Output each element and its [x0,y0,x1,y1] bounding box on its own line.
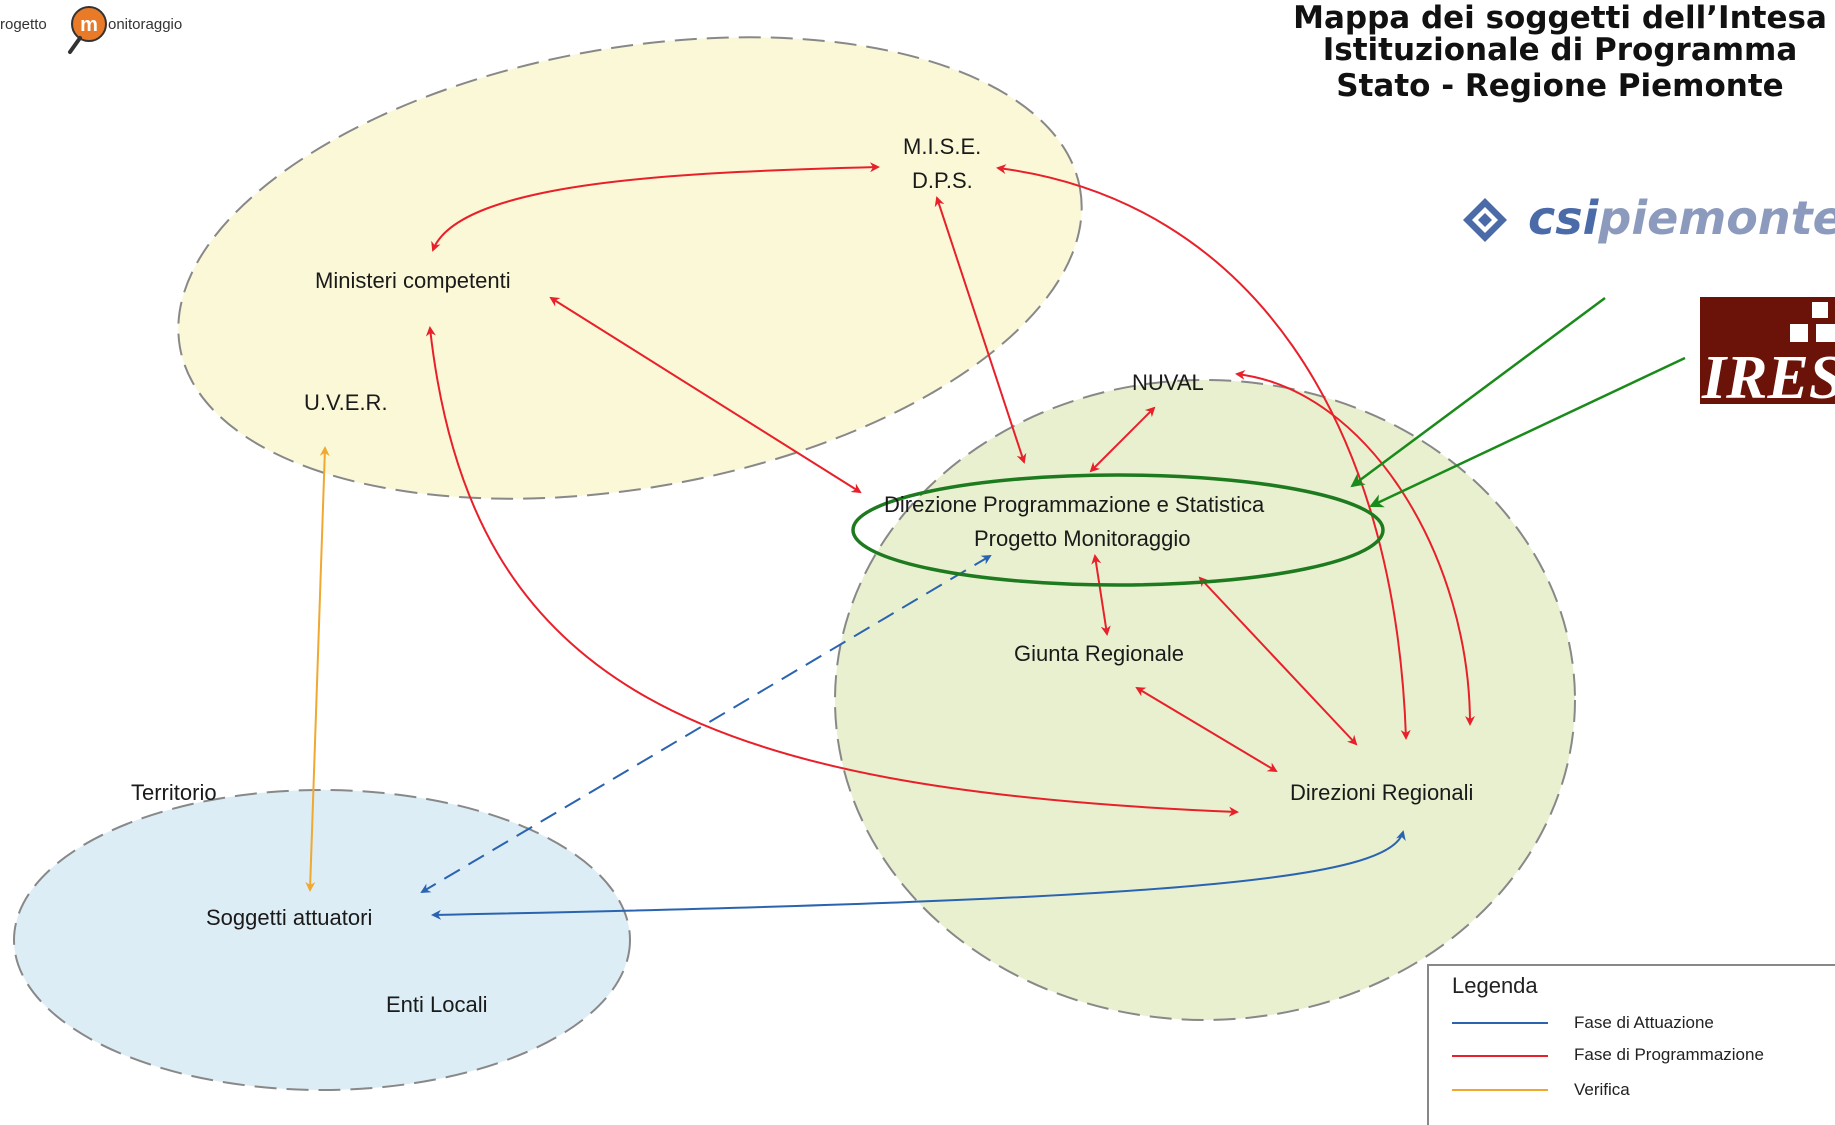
logo-magnifier-handle [68,36,82,54]
legend-frame [1427,964,1835,1125]
legend: Legenda Fase di Attuazione Fase di Progr… [1427,964,1835,1125]
arrow-csi-to-direzione [1350,296,1606,488]
logo-m-circle [71,6,107,42]
legend-title: Legenda [1452,973,1538,998]
arrow-mise-ministeri [431,162,880,252]
territory-area-ellipse [13,789,631,1091]
logo-m-letter: m [80,14,98,36]
csi-logo-suffix: piemonte [1597,191,1835,245]
logo-text-right: onitoraggio [108,16,182,33]
title-line-1: Mappa dei soggetti dell’Intesa [1293,0,1827,36]
node-dps: D.P.S. [912,168,973,193]
arrow-uver-soggetti [305,446,330,892]
node-direzione-programmazione: Direzione Programmazione e Statistica [884,492,1265,517]
csi-piemonte-logo: csipiemonte [1463,191,1835,245]
arrow-direzione-giunta [1091,554,1111,636]
node-ministeri: Ministeri competenti [315,268,511,293]
node-soggetti-attuatori: Soggetti attuatori [206,905,372,930]
node-enti-locali: Enti Locali [386,992,488,1017]
arrow-nuval-direzione [1089,406,1156,473]
logo-text-left: rogetto [0,16,47,33]
direzione-highlight-ellipse [851,473,1385,587]
progetto-monitoraggio-logo: rogetto m onitoraggio [0,6,182,54]
implementation-arrows [420,554,1406,920]
node-mise: M.I.S.E. [903,134,981,159]
node-progetto-monitoraggio: Progetto Monitoraggio [974,526,1190,551]
legend-label-attuazione: Fase di Attuazione [1574,1013,1714,1032]
ires-logo-square-right [1816,324,1835,342]
arrow-nuval-direzioni-regionali [1235,370,1475,726]
ires-logo-text: IRES [1701,344,1835,412]
csi-logo-prefix: csi [1528,191,1600,245]
node-giunta: Giunta Regionale [1014,641,1184,666]
node-direzioni-regionali: Direzioni Regionali [1290,780,1473,805]
page-title: Mappa dei soggetti dell’Intesa Istituzio… [1293,0,1827,104]
arrow-direzione-direzioni-regionali [1198,576,1358,746]
region-area-ellipse [834,379,1576,1021]
node-uver: U.V.E.R. [304,390,388,415]
arrow-direzioni-regionali-soggetti [431,830,1406,920]
csi-diamond-icon [1463,198,1507,242]
ires-logo-square-mid [1790,324,1808,342]
node-nuval: NUVAL [1132,370,1204,395]
csi-logo-text: csipiemonte [1528,191,1835,245]
node-territorio: Territorio [131,780,217,805]
ires-logo: IRES [1700,297,1835,412]
title-line-3: Stato - Regione Piemonte [1336,68,1783,104]
arrow-ires-to-direzione [1369,356,1686,508]
arrow-giunta-direzioni-regionali [1135,686,1278,773]
legend-label-verifica: Verifica [1574,1080,1630,1099]
legend-label-programmazione: Fase di Programmazione [1574,1045,1764,1064]
ires-logo-square-top [1812,302,1828,318]
title-line-2: Istituzionale di Programma [1323,32,1798,68]
